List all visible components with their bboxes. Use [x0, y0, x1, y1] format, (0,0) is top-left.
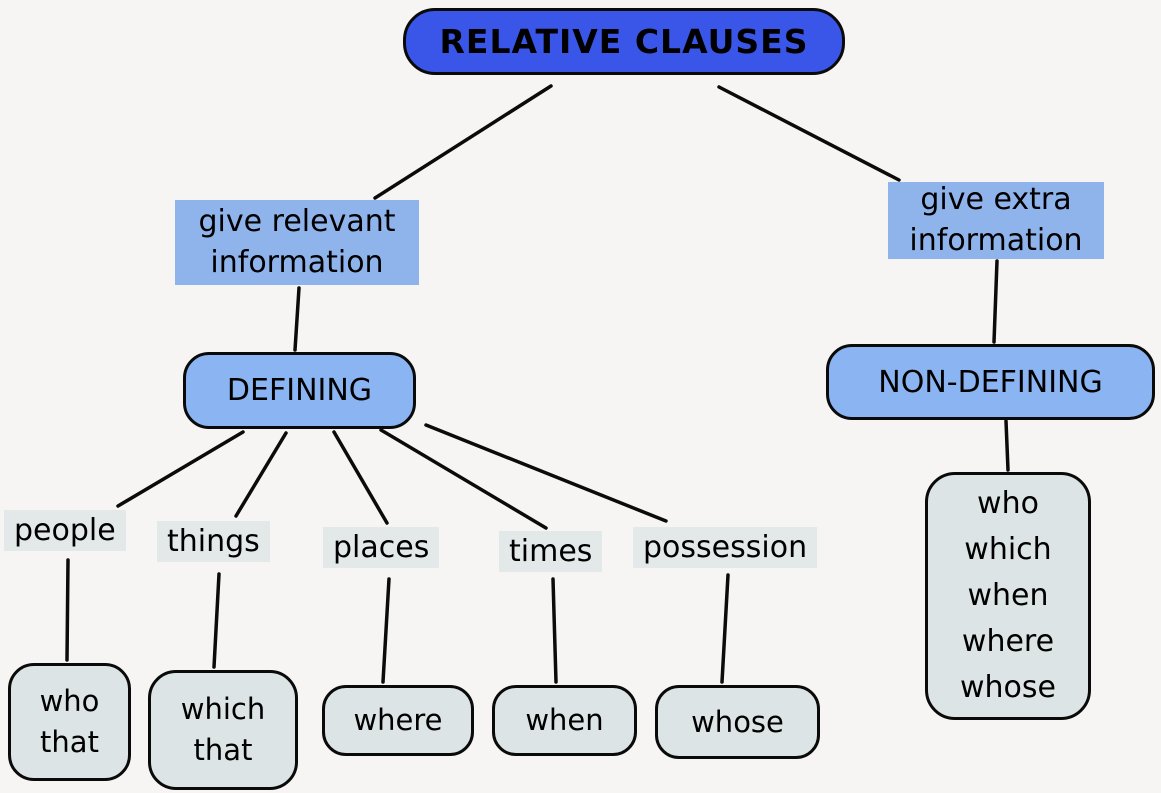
- branch-label-give-extra-information: give extra information: [888, 182, 1104, 259]
- edge-places-to-where: [381, 577, 391, 684]
- node-defining-label: DEFINING: [226, 373, 373, 408]
- root-node-relative-clauses: RELATIVE CLAUSES: [403, 8, 845, 75]
- branch-label-line: information: [909, 222, 1083, 258]
- edge-times-to-when: [551, 577, 558, 684]
- category-label-possession: possession: [633, 527, 818, 568]
- category-label-times: times: [499, 531, 603, 572]
- pronoun-word: that: [40, 725, 99, 759]
- edge-right-branch-to-non-defining: [992, 259, 999, 344]
- pronoun-word: where: [961, 623, 1055, 659]
- node-non-defining: NON-DEFINING: [826, 344, 1155, 420]
- root-node-label: RELATIVE CLAUSES: [439, 22, 809, 61]
- category-label-people: people: [4, 510, 126, 551]
- pronoun-word: when: [967, 578, 1049, 614]
- edge-non-defining-to-words: [1004, 419, 1010, 472]
- pronoun-word: who: [977, 486, 1039, 522]
- leaf-node-non-defining-pronouns: who which when where whose: [925, 472, 1091, 720]
- edge-possession-to-whose: [720, 573, 730, 684]
- category-label-places: places: [323, 527, 440, 568]
- leaf-node-people-pronouns: who that: [8, 663, 131, 781]
- node-defining: DEFINING: [183, 352, 416, 429]
- edge-defining-to-times: [379, 428, 548, 530]
- edge-things-to-which-that: [212, 572, 221, 669]
- branch-label-line: information: [210, 244, 384, 280]
- branch-label-line: give extra: [920, 182, 1072, 217]
- edge-root-to-right-branch: [717, 85, 901, 182]
- pronoun-word: whose: [691, 704, 784, 739]
- edge-defining-to-places: [332, 430, 389, 525]
- leaf-node-times-pronoun: when: [492, 685, 637, 756]
- pronoun-word: who: [39, 684, 100, 719]
- edge-defining-to-things: [234, 431, 288, 518]
- leaf-node-places-pronoun: where: [322, 685, 474, 756]
- branch-label-line: give relevant: [198, 204, 396, 239]
- pronoun-word: which: [964, 532, 1052, 568]
- category-label-things: things: [157, 521, 270, 562]
- pronoun-word: when: [525, 703, 604, 738]
- pronoun-word: that: [193, 733, 253, 767]
- edge-defining-to-people: [116, 430, 245, 508]
- edge-defining-to-possession: [424, 423, 668, 523]
- branch-label-give-relevant-information: give relevant information: [175, 200, 419, 285]
- pronoun-word: which: [180, 692, 266, 727]
- pronoun-word: whose: [960, 669, 1056, 705]
- pronoun-word: where: [353, 703, 443, 738]
- node-non-defining-label: NON-DEFINING: [878, 364, 1103, 400]
- edge-left-branch-to-defining: [293, 286, 301, 352]
- edge-root-to-left-branch: [373, 84, 553, 200]
- edge-people-to-who-that: [65, 558, 70, 662]
- leaf-node-things-pronouns: which that: [148, 670, 298, 790]
- leaf-node-possession-pronoun: whose: [655, 685, 820, 759]
